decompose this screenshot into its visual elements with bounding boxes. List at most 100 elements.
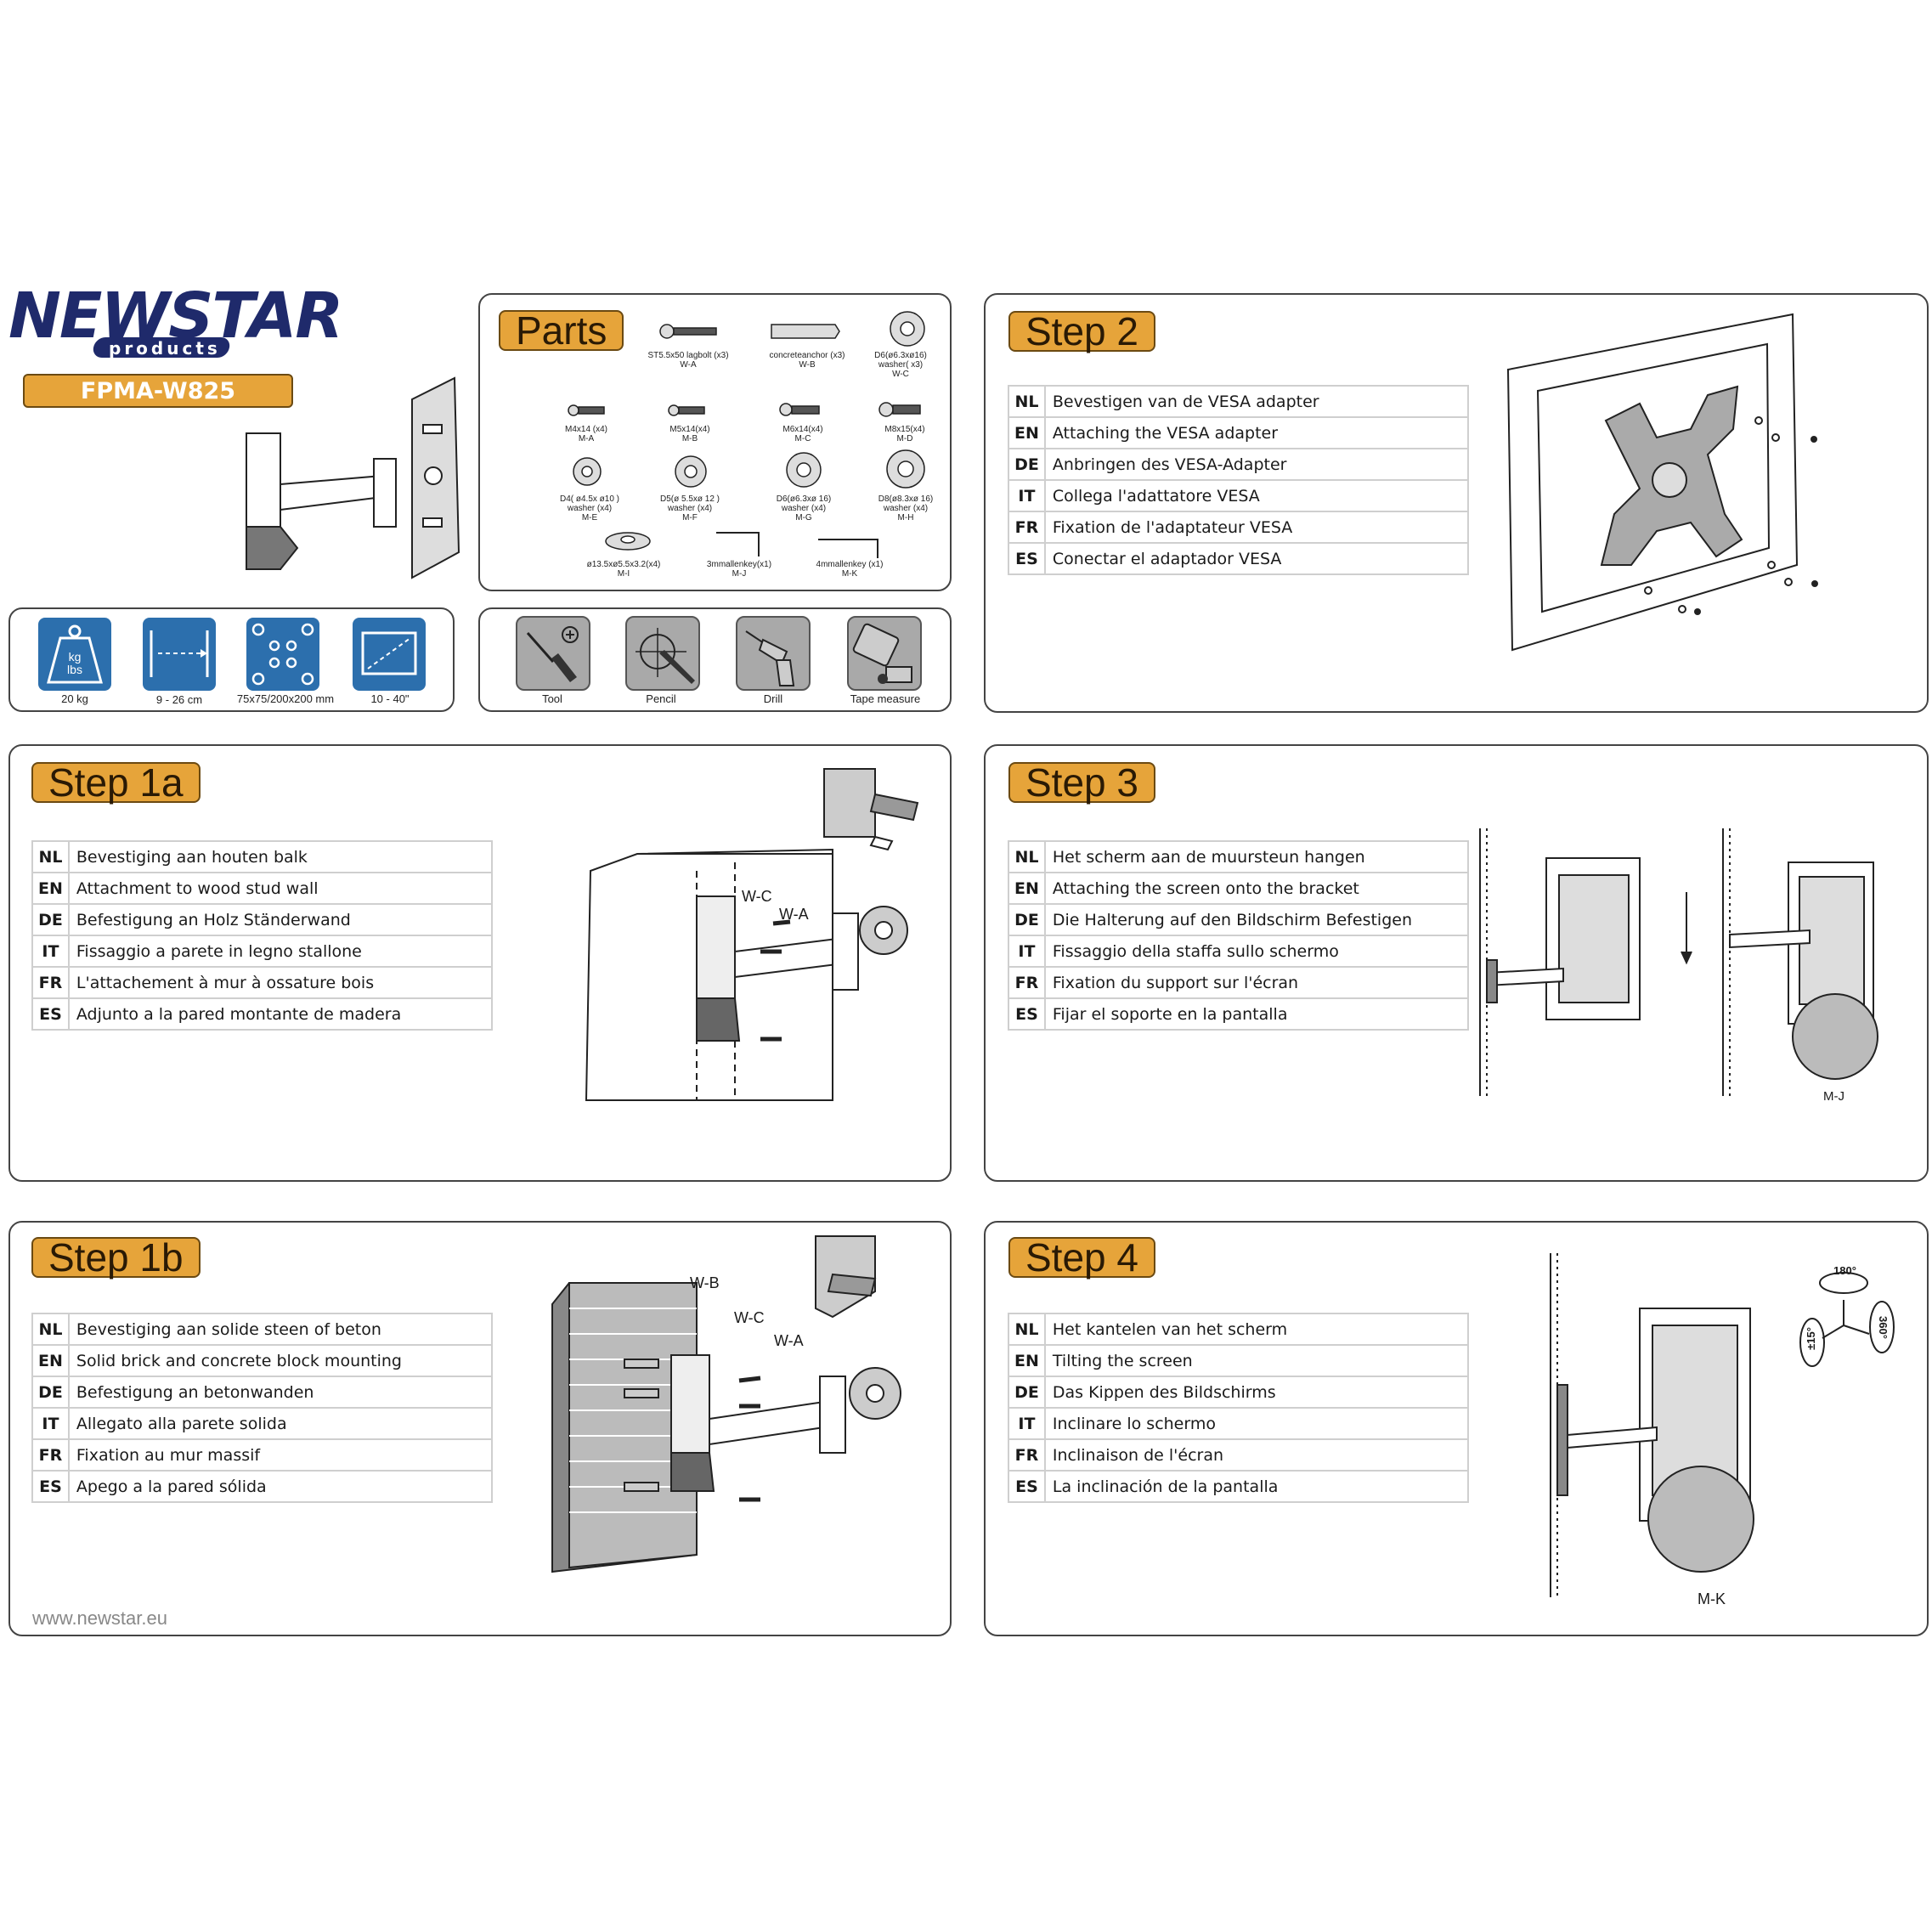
footer-url[interactable]: www.newstar.eu (32, 1607, 167, 1629)
step2-title: Step 2 (1008, 311, 1155, 352)
lang-code: ES (31, 1470, 70, 1503)
callout-label: W-A (774, 1332, 804, 1349)
lang-code: ES (31, 997, 70, 1031)
lang-code: EN (1008, 872, 1046, 905)
part-spec: ø13.5xø5.5x3.2(x4) (586, 560, 661, 569)
part-spec: 4mmallenkey (x1) (816, 560, 884, 569)
tool-caption-pencil: Pencil (646, 692, 676, 705)
instruction-text: Fissaggio a parete in legno stallone (67, 935, 493, 968)
spec-weight: kg lbs (38, 618, 111, 691)
lang-code: NL (1008, 1313, 1046, 1346)
part-label: 4mmallenkey (x1) M-K (799, 560, 901, 579)
lang-code: IT (31, 1407, 70, 1440)
part-label: M6x14(x4) M-C (760, 425, 845, 443)
part-spec: M6x14(x4) (782, 425, 823, 434)
lang-code: FR (1008, 1438, 1046, 1472)
weight-unit-kg: kg (68, 650, 82, 664)
part-spec: D6(ø6.3xø16) (874, 351, 927, 360)
tape-measure-icon (852, 623, 912, 684)
lang-code: EN (31, 1344, 70, 1377)
step4-illustration (1550, 1253, 1895, 1597)
part-spec: washer (x4) (567, 504, 613, 513)
spec-caption-screen: 10 - 40" (370, 692, 410, 705)
instruction-text: Allegato alla parete solida (67, 1407, 493, 1440)
part-code: M-I (617, 569, 630, 579)
part-label: D4( ø4.5x ø10 ) washer (x4) M-E (544, 494, 636, 523)
part-code: W-C (892, 370, 909, 379)
lang-code: IT (31, 935, 70, 968)
part-code: M-H (897, 513, 914, 523)
instruction-text: Attaching the VESA adapter (1043, 416, 1469, 449)
lang-code: DE (1008, 1376, 1046, 1409)
part-code: M-J (732, 569, 747, 579)
tool-caption-screwdriver: Tool (542, 692, 562, 705)
weight-icon (47, 624, 103, 684)
lang-code: DE (1008, 448, 1046, 481)
lang-code: IT (1008, 479, 1046, 512)
instruction-text: Solid brick and concrete block mounting (67, 1344, 493, 1377)
instruction-text: Attaching the screen onto the bracket (1043, 872, 1469, 905)
part-code: M-G (795, 513, 812, 523)
model-badge: FPMA-W825 (23, 374, 293, 408)
angle-label: 360° (1876, 1316, 1890, 1339)
part-spec: M5x14(x4) (669, 425, 710, 434)
instruction-text: Conectar el adaptador VESA (1043, 542, 1469, 575)
instruction-text: Inclinare lo schermo (1043, 1407, 1469, 1440)
spec-caption-distance: 9 - 26 cm (155, 693, 203, 706)
lang-code: NL (1008, 385, 1046, 418)
callout-label: W-C (742, 888, 772, 905)
part-code: M-K (841, 569, 858, 579)
part-spec: concreteanchor (x3) (769, 351, 845, 360)
part-code: M-C (794, 434, 811, 443)
lang-code: ES (1008, 1470, 1046, 1503)
lang-code: IT (1008, 1407, 1046, 1440)
model-number: FPMA-W825 (80, 377, 236, 404)
part-label: ST5.5x50 lagbolt (x3) W-A (629, 351, 748, 370)
lang-code: NL (1008, 840, 1046, 873)
step3-title: Step 3 (1008, 762, 1155, 803)
part-label: D8(ø8.3xø 16) washer (x4) M-H (860, 494, 952, 523)
part-label: M4x14 (x4) M-A (544, 425, 629, 443)
part-code: W-A (680, 360, 697, 370)
step1b-illustration (551, 1235, 901, 1573)
part-spec: M4x14 (x4) (564, 425, 607, 434)
instruction-text: Adjunto a la pared montante de madera (67, 997, 493, 1031)
part-code: M-D (896, 434, 913, 443)
part-spec: washer (x4) (667, 504, 713, 513)
lang-code: ES (1008, 542, 1046, 575)
tool-caption-drill: Drill (763, 692, 783, 705)
step4-title: Step 4 (1008, 1237, 1155, 1278)
tool-pencil (625, 616, 700, 691)
instruction-text: L'attachement à mur à ossature bois (67, 966, 493, 999)
parts-title: Parts (499, 310, 624, 351)
instruction-text: Bevestiging aan solide steen of beton (67, 1313, 493, 1346)
instruction-text: Befestigung an Holz Ständerwand (67, 903, 493, 936)
lang-code: IT (1008, 935, 1046, 968)
callout-label: M-K (1698, 1590, 1726, 1607)
screen-size-icon (361, 631, 417, 675)
angle-label: ±15° (1804, 1327, 1817, 1350)
part-code: M-E (581, 513, 598, 523)
lang-code: ES (1008, 997, 1046, 1031)
part-spec: ST5.5x50 lagbolt (x3) (647, 351, 729, 360)
part-label: D6(ø6.3xø16) washer( x3) W-C (858, 351, 943, 379)
part-label: M8x15(x4) M-D (862, 425, 947, 443)
part-spec: washer( x3) (878, 360, 924, 370)
